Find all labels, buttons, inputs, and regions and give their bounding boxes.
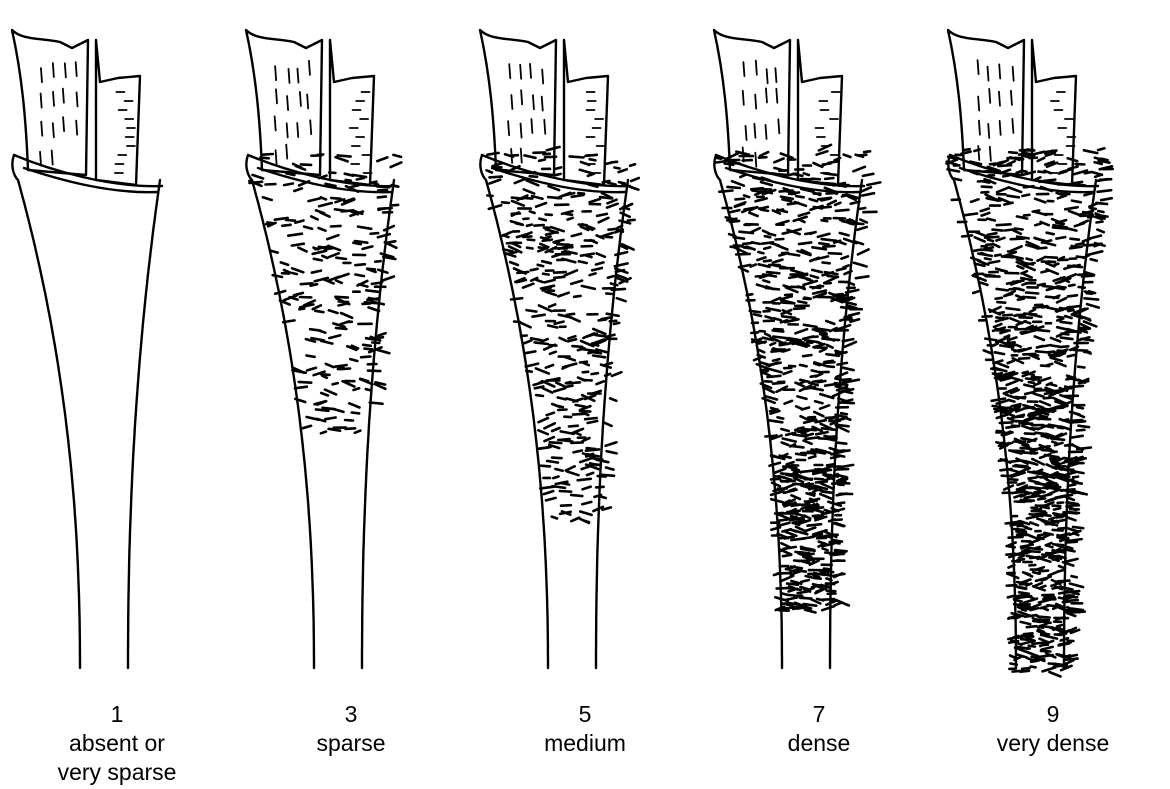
score-number: 3 xyxy=(234,700,468,729)
sheath-left-edge xyxy=(12,155,80,668)
stem-blade-shape xyxy=(798,40,842,185)
score-number: 9 xyxy=(936,700,1170,729)
panel-score-9: 9 very dense xyxy=(936,0,1170,789)
panel-score-7: 7 dense xyxy=(702,0,936,789)
caption-1: 1 absent or very sparse xyxy=(0,700,234,787)
score-number: 7 xyxy=(702,700,936,729)
density-label-line: very sparse xyxy=(0,758,234,787)
sheath-right-edge xyxy=(128,180,160,668)
density-label-line: absent or xyxy=(0,729,234,758)
density-label-line: very dense xyxy=(936,729,1170,758)
leaf-sheath-illustration-1 xyxy=(0,0,234,700)
score-number: 1 xyxy=(0,700,234,729)
score-number: 5 xyxy=(468,700,702,729)
panel-score-3: 3 sparse xyxy=(234,0,468,789)
sheath-right-edge xyxy=(362,180,394,668)
caption-5: 5 medium xyxy=(468,700,702,758)
sheath-left-edge xyxy=(246,155,314,668)
density-label-line: sparse xyxy=(234,729,468,758)
density-label-line: dense xyxy=(702,729,936,758)
hair-marks xyxy=(487,147,639,523)
leaf-sheath-illustration-3 xyxy=(234,0,468,700)
leaf-sheath-illustration-7 xyxy=(702,0,936,700)
hair-marks xyxy=(947,148,1113,676)
hair-marks xyxy=(249,154,401,433)
panel-score-5: 5 medium xyxy=(468,0,702,789)
density-label-line: medium xyxy=(468,729,702,758)
caption-9: 9 very dense xyxy=(936,700,1170,758)
hair-marks xyxy=(716,145,880,613)
caption-7: 7 dense xyxy=(702,700,936,758)
leaf-sheath-illustration-5 xyxy=(468,0,702,700)
panel-score-1: 1 absent or very sparse xyxy=(0,0,234,789)
caption-3: 3 sparse xyxy=(234,700,468,758)
leaf-sheath-illustration-9 xyxy=(936,0,1170,700)
stem-blade-shape xyxy=(714,30,790,175)
stem-blade-shape xyxy=(246,30,322,175)
